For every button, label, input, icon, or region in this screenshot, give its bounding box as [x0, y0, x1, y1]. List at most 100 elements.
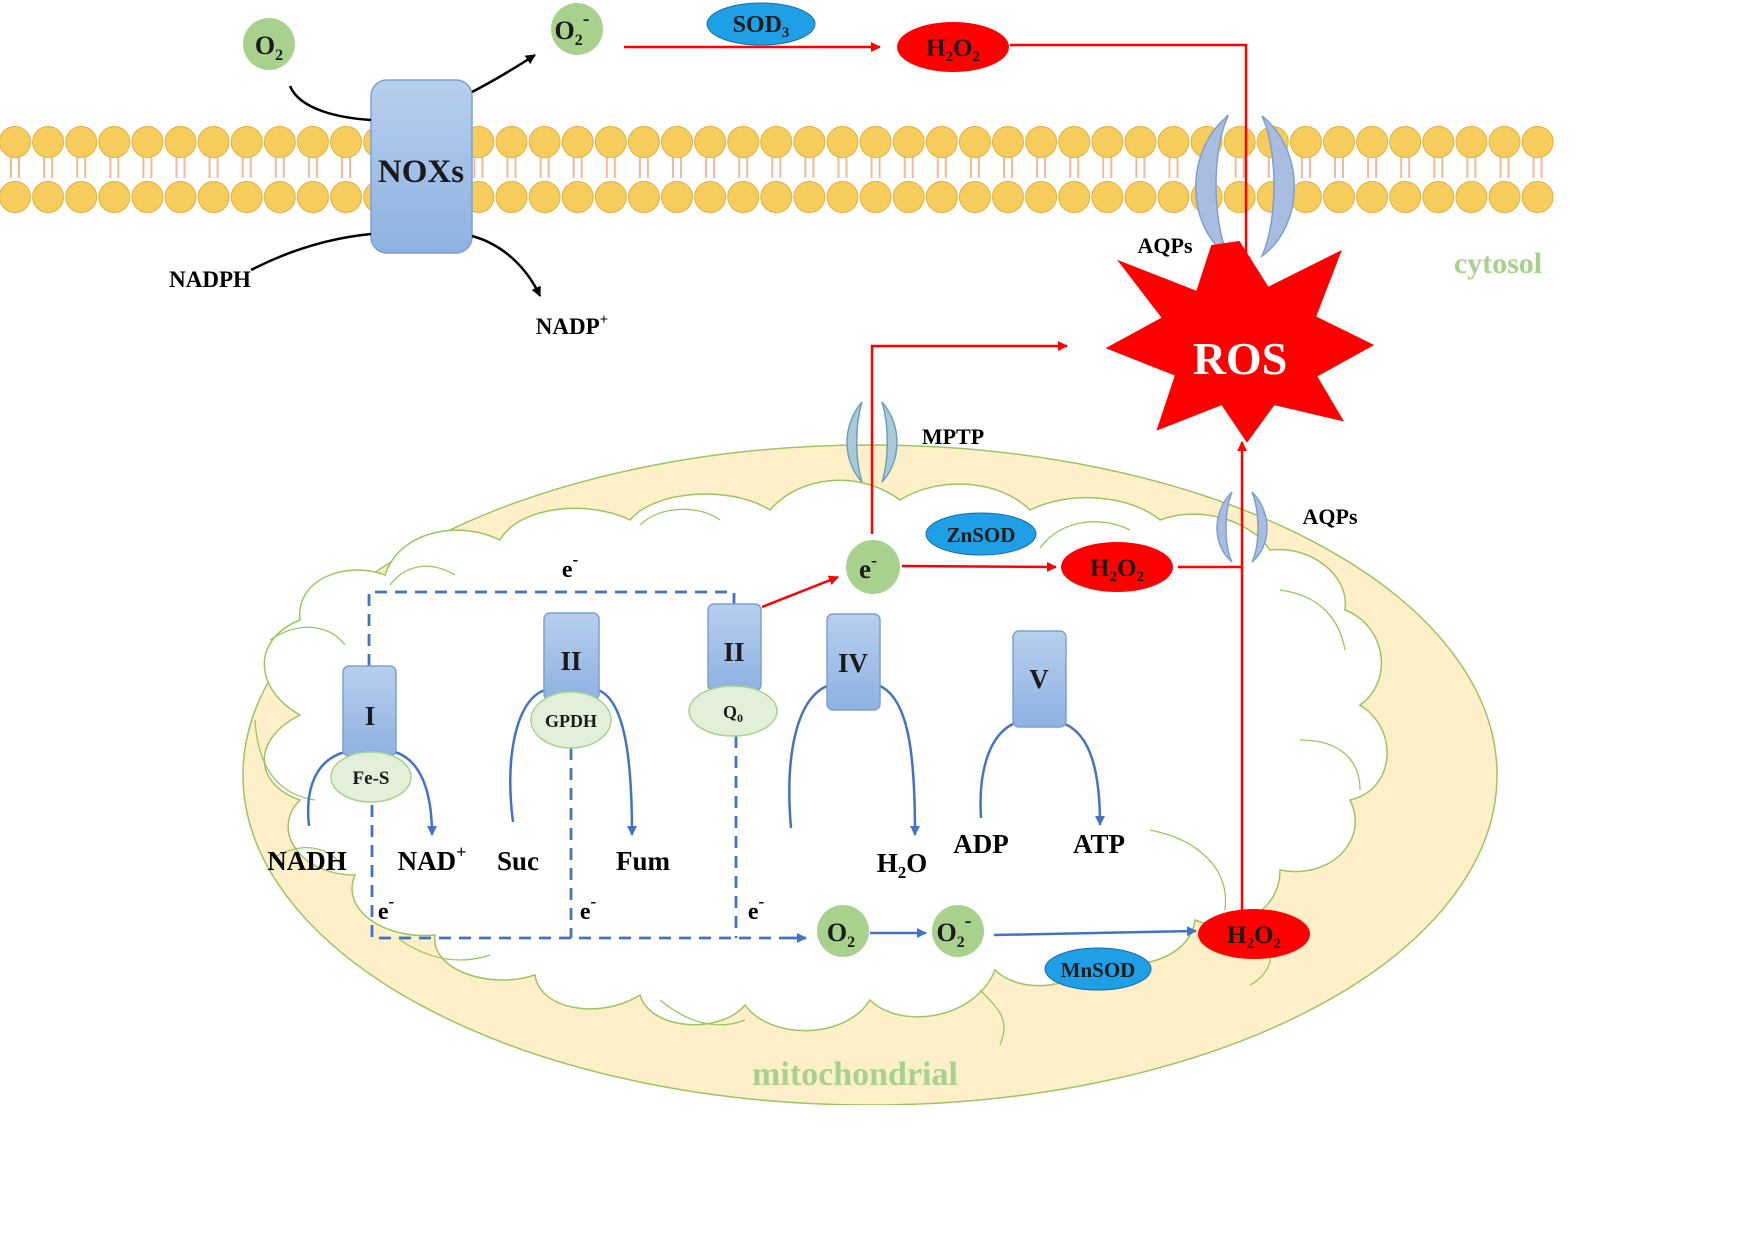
- lipid-tail: [175, 157, 186, 178]
- znsod-label: ZnSOD: [947, 523, 1016, 547]
- lipid-tail: [903, 157, 914, 178]
- lipid-head: [296, 126, 329, 158]
- lipid-head: [495, 181, 528, 213]
- svg-text:H2O2: H2O2: [1227, 922, 1281, 952]
- electron-label-2-sup: -: [590, 892, 596, 911]
- lipid-head: [1488, 181, 1521, 213]
- lipid-head: [1157, 126, 1190, 158]
- lipid-head: [296, 181, 329, 213]
- lipid-head: [1323, 181, 1355, 213]
- lipid-tail: [1532, 157, 1543, 178]
- lipid-head: [1521, 181, 1554, 213]
- adp-label: ADP: [953, 829, 1009, 859]
- lipid-head: [1091, 126, 1124, 158]
- o2-molecule-node: O2: [243, 18, 295, 70]
- lipid-head: [32, 126, 65, 158]
- superoxide-node: O2-: [551, 3, 603, 55]
- lipid-head: [1422, 126, 1455, 158]
- svg-text:H2O2: H2O2: [1090, 555, 1144, 585]
- superoxide-text: O: [555, 16, 575, 45]
- nadh-label: NADH: [267, 846, 347, 876]
- lipid-head: [694, 181, 727, 213]
- lipid-tail: [638, 157, 649, 178]
- h2o-o: O: [906, 848, 927, 878]
- lipid-tail: [870, 157, 881, 178]
- nadph-to-nox-arrow: [250, 232, 372, 272]
- electron-to-h2o2-arrow: [901, 561, 1057, 572]
- lipid-tail: [672, 157, 682, 178]
- lipid-tail: [1499, 157, 1510, 178]
- lipid-head: [859, 181, 892, 213]
- h2o-subscript: 2: [898, 863, 907, 882]
- lipid-head: [627, 126, 660, 158]
- nox-to-superoxide-arrow: [471, 53, 536, 94]
- h2o2-matrix-sub1: 2: [1247, 936, 1255, 952]
- lipid-tail: [241, 157, 252, 178]
- lipid-head: [1157, 181, 1190, 213]
- lipid-head: [330, 126, 362, 158]
- lipid-head: [594, 126, 627, 158]
- lipid-head: [131, 126, 164, 158]
- lipid-head: [727, 126, 760, 158]
- nad-label: NAD: [398, 846, 457, 876]
- electron-to-ros-arrow: [870, 341, 1068, 534]
- lipid-head: [1455, 126, 1488, 158]
- h2o2-h: H: [926, 35, 946, 62]
- svg-text:e-: e-: [748, 892, 765, 925]
- h2o2-sub2: 2: [972, 49, 980, 65]
- h2o2-matrix-o: O: [1254, 922, 1273, 949]
- lipid-tail: [1234, 157, 1245, 178]
- lipid-head: [925, 126, 958, 158]
- electron-text: e: [859, 554, 871, 584]
- lipid-head: [330, 181, 362, 213]
- lipid-tail: [307, 157, 318, 178]
- lipid-head: [661, 126, 693, 158]
- svg-text:O2-: O2-: [555, 8, 590, 49]
- q0-subscript: 0: [737, 711, 743, 725]
- lipid-head: [793, 126, 826, 158]
- lipid-tail: [1367, 157, 1378, 178]
- electron-transfer-paths: [367, 590, 806, 940]
- electron-label-3-sup: -: [758, 892, 764, 911]
- lipid-tail: [1433, 157, 1444, 178]
- h2o2-matrix-h: H: [1227, 922, 1247, 949]
- lipid-tail: [705, 157, 716, 178]
- lipid-head: [1223, 181, 1256, 213]
- electron-label-2: e: [580, 899, 591, 925]
- lipid-tail: [1135, 157, 1146, 178]
- lipid-head: [1323, 126, 1355, 158]
- lipid-head: [98, 181, 131, 213]
- lipid-head: [1223, 126, 1256, 158]
- o2-to-nox-arrow: [288, 85, 372, 122]
- lipid-head: [1389, 126, 1422, 158]
- h2o2-ims-o: O: [1117, 555, 1136, 582]
- lipid-head: [197, 181, 230, 213]
- lipid-head: [1058, 126, 1091, 158]
- q0-label: Q: [723, 702, 737, 722]
- svg-text:e-: e-: [580, 892, 597, 925]
- lipid-tail: [1168, 157, 1179, 178]
- lipid-head: [826, 126, 859, 158]
- matrix-superoxide-superscript: -: [965, 910, 972, 932]
- lipid-head: [1124, 126, 1157, 158]
- lipid-head: [826, 181, 859, 213]
- nad-superscript: +: [456, 842, 466, 862]
- electron-label-1: e: [378, 899, 389, 925]
- lipid-tail: [76, 157, 87, 178]
- mptp-channel: [846, 401, 898, 483]
- h2o2-to-ros-arrow: [1010, 43, 1251, 267]
- lipid-head: [65, 126, 98, 158]
- mitochondrial-label: mitochondrial: [752, 1056, 958, 1093]
- o2-text: O: [255, 31, 275, 60]
- lipid-head: [892, 181, 925, 213]
- lipid-head: [892, 126, 925, 158]
- lipid-head: [1356, 126, 1389, 158]
- svg-text:e-: e-: [859, 550, 877, 584]
- lipid-head: [594, 181, 627, 213]
- lipid-head: [528, 126, 561, 158]
- matrix-superoxide-text: O: [937, 918, 957, 947]
- lipid-tail: [274, 157, 285, 178]
- lipid-head: [495, 126, 528, 158]
- lipid-tail: [109, 157, 120, 178]
- svg-text:O2: O2: [827, 918, 855, 951]
